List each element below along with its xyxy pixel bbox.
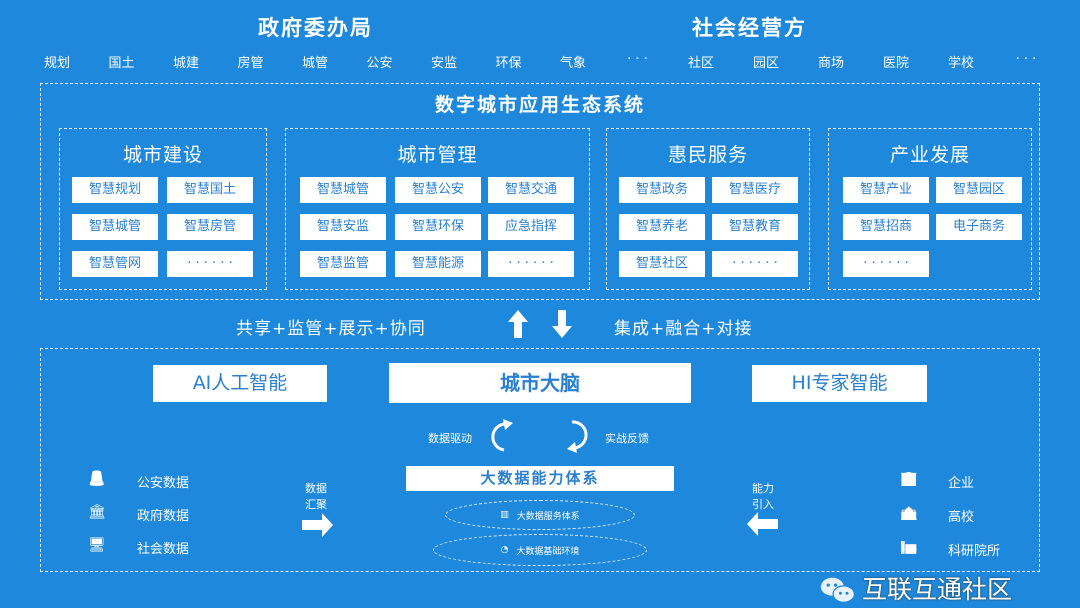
introduce-label: 能力 引入 (752, 482, 774, 511)
gov-item: 国土 (108, 56, 135, 71)
monitor-chart-icon: 🖥 (88, 537, 106, 553)
gov-item: · · · (627, 52, 648, 67)
social-item: 商场 (817, 56, 844, 71)
partner-label: 企业 (948, 476, 975, 491)
app-chip[interactable]: · · · · · · (843, 251, 929, 277)
ai-box: AI人工智能 (153, 365, 327, 402)
drive-label: 数据驱动 (428, 432, 472, 445)
partner-label: 高校 (948, 510, 975, 525)
right-arrow-icon (302, 513, 333, 537)
app-chip[interactable]: 智慧规划 (72, 177, 158, 203)
app-chip[interactable]: 智慧教育 (712, 214, 798, 240)
social-item: 社区 (687, 56, 714, 71)
app-chip[interactable]: 智慧公安 (395, 177, 481, 203)
government-icon: 🏛 (88, 504, 106, 520)
app-chip[interactable]: 电子商务 (936, 214, 1022, 240)
feedback-label: 实战反馈 (605, 432, 649, 445)
pie-chart-icon: ◔ (500, 545, 509, 555)
cycle-arrow-down-icon (567, 420, 588, 453)
group-title: 惠民服务 (667, 144, 748, 166)
source-label: 公安数据 (137, 476, 190, 491)
left-arrow-icon (747, 512, 778, 536)
gov-item: 规划 (43, 56, 70, 71)
partner-label: 科研院所 (948, 544, 1001, 559)
bigdata-capability-box: 大数据能力体系 (406, 466, 674, 491)
app-chip[interactable]: 智慧养老 (619, 214, 705, 240)
app-chip[interactable]: 智慧产业 (843, 177, 929, 203)
infra-label: 大数据基础环境 (516, 546, 580, 557)
app-chip[interactable]: 智慧监管 (300, 251, 386, 277)
brain-frame (40, 348, 1040, 572)
gov-item: 安监 (430, 56, 457, 71)
watermark-text: 互联互通社区 (862, 575, 1013, 604)
group-box (828, 128, 1032, 290)
share-label: 共享+监管+展示+协同 (236, 319, 426, 339)
app-chip[interactable]: 智慧城管 (300, 177, 386, 203)
app-chip[interactable]: 智慧能源 (395, 251, 481, 277)
service-label: 大数据服务体系 (516, 511, 580, 522)
converge-label: 数据 汇聚 (305, 482, 327, 511)
ecosystem-frame (40, 83, 1040, 300)
source-label: 社会数据 (137, 542, 190, 557)
bigdata-service-ellipse: ▥ 大数据服务体系 (445, 500, 635, 530)
gov-item: 环保 (495, 56, 522, 71)
app-chip[interactable]: 智慧安监 (300, 214, 386, 240)
app-chip[interactable]: 智慧国土 (167, 177, 253, 203)
app-chip[interactable]: · · · · · · (167, 251, 253, 277)
social-item: · · · (1015, 52, 1037, 67)
social-item: 医院 (882, 56, 909, 71)
siren-icon: 🚨 (88, 471, 106, 487)
wechat-icon (820, 577, 855, 603)
source-label: 政府数据 (137, 509, 190, 524)
app-chip[interactable]: 智慧交通 (488, 177, 574, 203)
institute-icon: 🏣 (900, 539, 918, 555)
up-down-arrows-icon (508, 310, 572, 338)
app-chip[interactable]: 智慧城管 (72, 214, 158, 240)
watermark: 互联互通社区 (820, 574, 1012, 606)
chart-board-icon: ▥ (500, 510, 509, 520)
gov-item: 房管 (237, 56, 264, 71)
group-title: 产业发展 (889, 144, 970, 166)
app-chip[interactable]: 智慧社区 (619, 251, 705, 277)
group-box (606, 128, 810, 290)
app-chip[interactable]: 智慧招商 (843, 214, 929, 240)
integrate-label: 集成+融合+对接 (614, 319, 753, 339)
ecosystem-title: 数字城市应用生态系统 (434, 94, 645, 116)
cycle-arrow-up-icon (491, 419, 513, 452)
building-icon: 🏢 (900, 471, 918, 487)
app-chip[interactable]: 智慧政务 (619, 177, 705, 203)
group-box (285, 128, 590, 290)
app-chip[interactable]: · · · · · · (488, 251, 574, 277)
app-chip[interactable]: 智慧管网 (72, 251, 158, 277)
app-chip[interactable]: 应急指挥 (488, 214, 574, 240)
app-chip[interactable]: · · · · · · (712, 251, 798, 277)
school-icon: 🏫 (900, 505, 918, 521)
social-item: 学校 (947, 56, 974, 71)
gov-item: 城管 (301, 56, 328, 71)
gov-item: 公安 (366, 56, 393, 71)
bigdata-infra-ellipse: ◔ 大数据基础环境 (433, 534, 647, 566)
social-title: 社会经营方 (692, 16, 807, 40)
app-chip[interactable]: 智慧房管 (167, 214, 253, 240)
gov-item: 城建 (172, 56, 199, 71)
gov-title: 政府委办局 (258, 16, 373, 40)
app-chip[interactable]: 智慧园区 (936, 177, 1022, 203)
hi-box: HI专家智能 (752, 365, 927, 402)
app-chip[interactable]: 智慧医疗 (712, 177, 798, 203)
social-item: 园区 (752, 56, 779, 71)
group-title: 城市管理 (397, 144, 478, 166)
group-title: 城市建设 (122, 144, 203, 166)
group-box (59, 128, 267, 290)
city-brain-box: 城市大脑 (389, 363, 691, 403)
app-chip[interactable]: 智慧环保 (395, 214, 481, 240)
gov-item: 气象 (559, 56, 586, 71)
